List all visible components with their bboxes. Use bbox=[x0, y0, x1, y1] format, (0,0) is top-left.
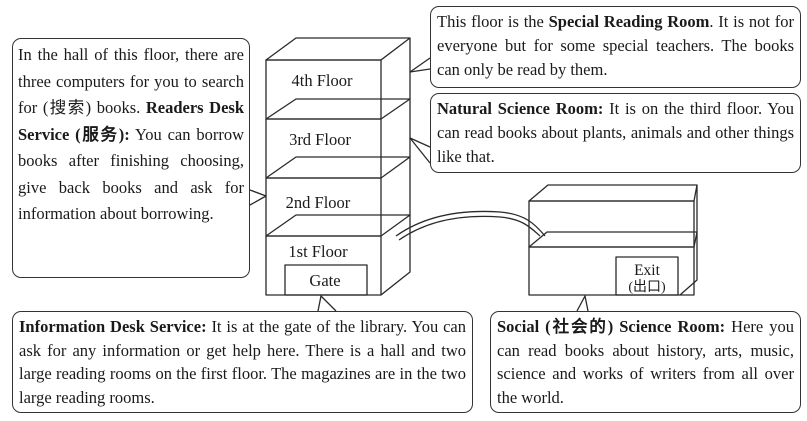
special-reading-title: Special Reading Room bbox=[548, 12, 710, 31]
floor-label-4: 4th Floor bbox=[292, 71, 353, 90]
floor-label-1: 1st Floor bbox=[288, 242, 348, 261]
exit-label-cn: (出口) bbox=[628, 279, 666, 295]
annex-side bbox=[679, 185, 698, 296]
annex-slab bbox=[528, 231, 698, 248]
callout-natural-science-room: Natural Science Room: It is on the third… bbox=[430, 93, 801, 173]
special-prefix: This floor is the bbox=[437, 12, 549, 31]
callout-readers-desk: In the hall of this floor, there are thr… bbox=[12, 38, 250, 278]
exit-label: Exit bbox=[634, 262, 661, 279]
main-building-roof bbox=[265, 37, 411, 61]
special-reading-body: . It is not for everyone but for some sp… bbox=[437, 12, 794, 79]
gate-label: Gate bbox=[309, 271, 340, 290]
pointer-special bbox=[409, 57, 431, 73]
pointer-readers bbox=[249, 189, 267, 206]
annex-front bbox=[528, 200, 695, 296]
annex-roof bbox=[528, 184, 698, 202]
main-building-side bbox=[380, 38, 411, 296]
callout-information-desk: Information Desk Service: It is at the g… bbox=[12, 311, 473, 413]
exit-box bbox=[615, 256, 679, 296]
callout-special-reading-room: This floor is the Special Reading Room. … bbox=[430, 6, 801, 88]
social-science-title: Social (社会的) Science Room: bbox=[497, 317, 726, 336]
floor-slab-1-2 bbox=[265, 214, 411, 237]
readers-desk-body: You can borrow books after finishing cho… bbox=[18, 124, 244, 224]
pointer-info bbox=[317, 295, 337, 312]
information-desk-title: Information Desk Service: bbox=[19, 317, 207, 336]
floor-slab-3-4 bbox=[265, 98, 411, 120]
natural-science-title: Natural Science Room: bbox=[437, 99, 604, 118]
callout-social-science-room: Social (社会的) Science Room: Here you can … bbox=[490, 311, 801, 413]
readers-intro-text: In the hall of this floor, there are thr… bbox=[18, 45, 244, 117]
floor-label-2: 2nd Floor bbox=[286, 193, 351, 212]
social-science-body: Here you can read books about history, a… bbox=[497, 317, 794, 407]
natural-science-body: It is on the third floor. You can read b… bbox=[437, 99, 794, 166]
floor-label-3: 3rd Floor bbox=[289, 130, 351, 149]
pointer-social bbox=[576, 295, 589, 312]
information-desk-body: It is at the gate of the library. You ca… bbox=[19, 317, 466, 407]
readers-desk-title: Readers Desk Service (服务): bbox=[18, 98, 245, 144]
floor-slab-2-3 bbox=[265, 156, 411, 179]
passage-bridge bbox=[395, 210, 546, 241]
gate-box bbox=[284, 264, 368, 296]
pointer-natural bbox=[409, 137, 431, 164]
